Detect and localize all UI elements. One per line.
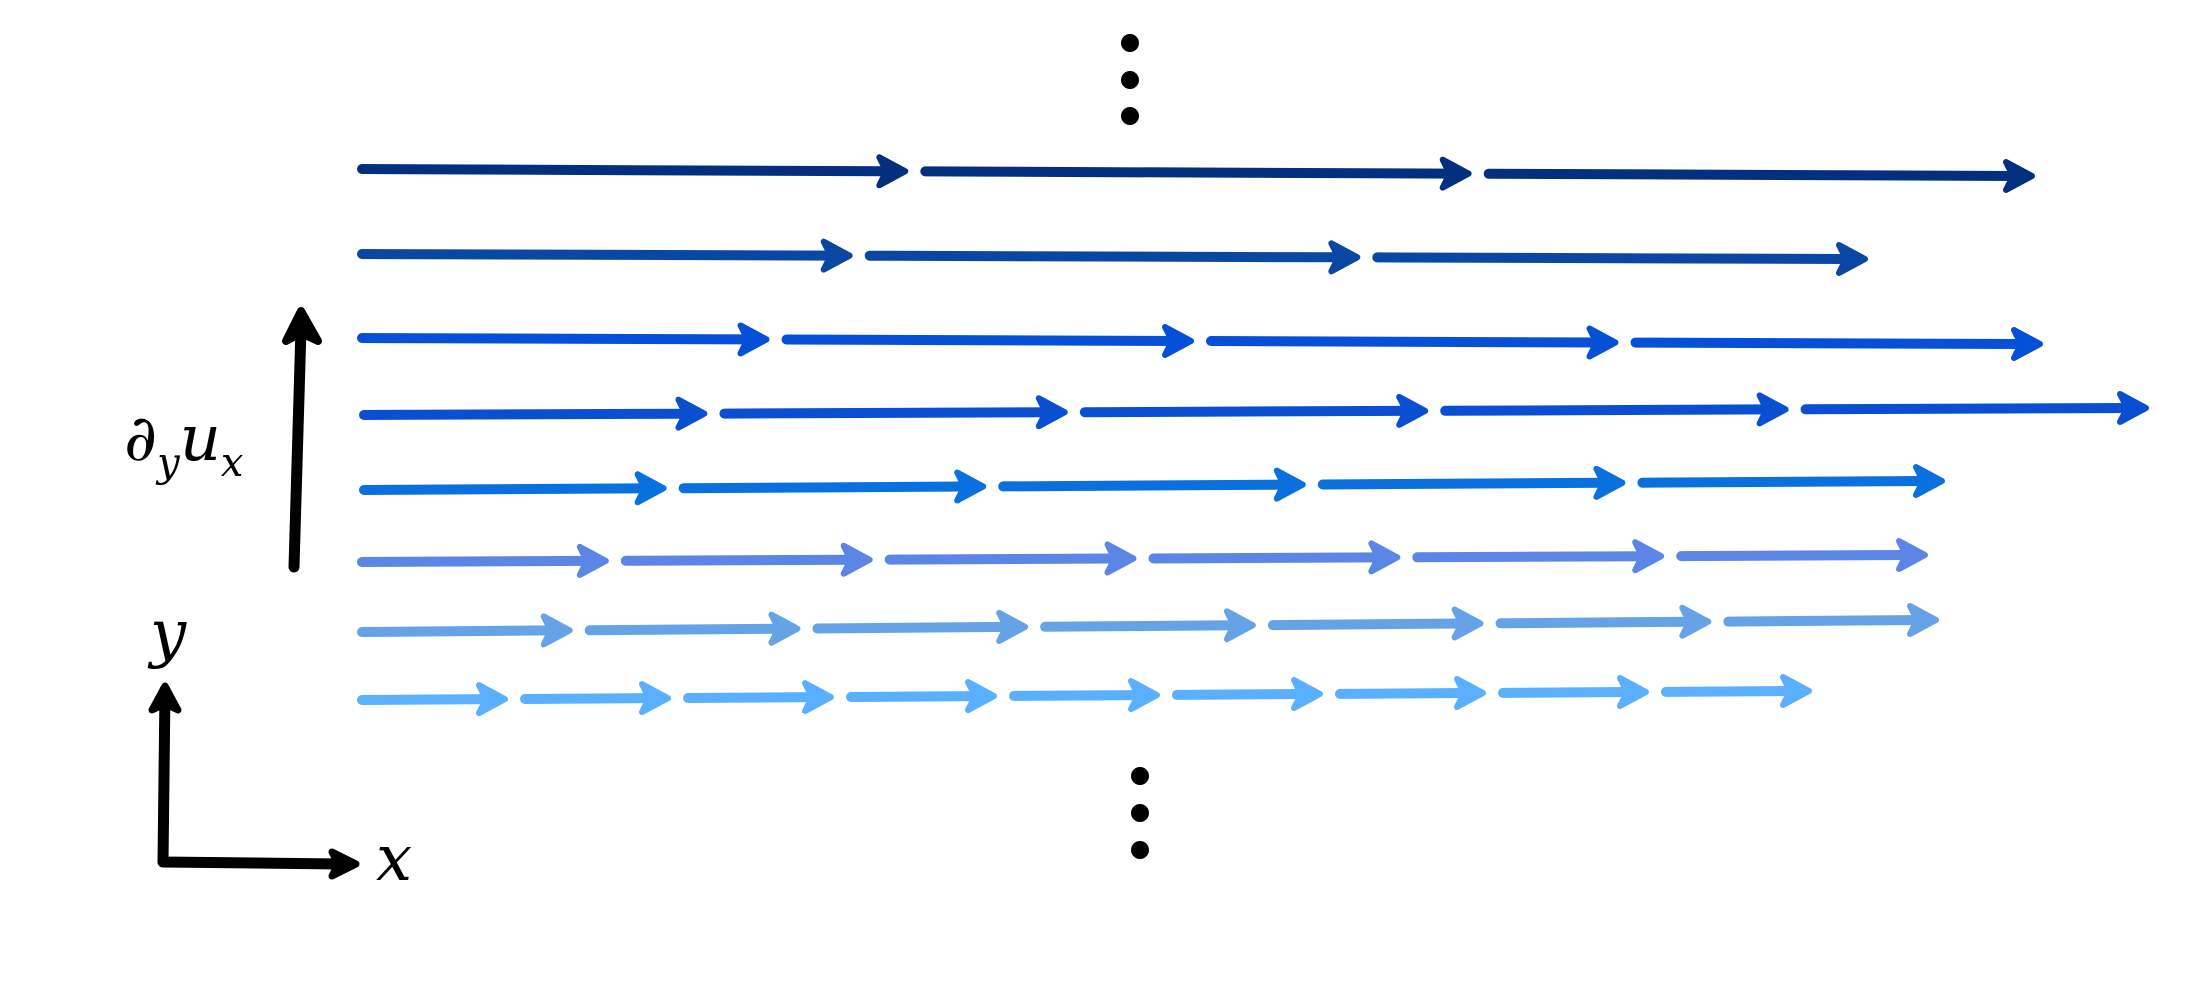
flow-arrow	[359, 471, 667, 506]
flow-arrow	[357, 322, 770, 357]
flow-arrow	[584, 611, 801, 646]
ellipsis-dot	[1131, 767, 1149, 785]
axis-x-label: x	[376, 822, 412, 896]
flow-arrow	[683, 680, 834, 715]
flow-arrow	[1040, 608, 1256, 643]
flow-arrow	[678, 469, 987, 504]
coordinate-axes	[148, 682, 360, 880]
flow-arrow	[357, 613, 573, 648]
flow-arrow	[1800, 391, 2149, 425]
flow-arrow	[1148, 540, 1401, 575]
axis-y-label: y	[147, 597, 187, 671]
axis-x-arrowhead	[328, 848, 360, 880]
flow-arrow	[357, 154, 909, 189]
flow-arrow	[1723, 603, 1939, 637]
flow-arrow	[359, 396, 708, 431]
flow-arrow	[864, 240, 1361, 275]
flow-arrow	[1637, 464, 1945, 498]
flow-arrow	[1172, 677, 1323, 712]
ellipsis-dot	[1131, 841, 1149, 859]
ellipsis-dot	[1131, 804, 1149, 822]
flow-arrow	[719, 395, 1068, 430]
flow-arrow	[357, 543, 609, 578]
ellipsis-dot	[1121, 71, 1139, 89]
flow-arrow	[846, 679, 997, 714]
gradient-velocity: u	[180, 402, 221, 476]
gradient-subscript-x: x	[221, 440, 244, 486]
flow-arrow	[357, 238, 853, 273]
axis-y-arrowhead	[148, 682, 182, 714]
flow-arrow	[357, 682, 508, 717]
flow-arrow	[1412, 539, 1665, 574]
flow-arrow	[1495, 604, 1712, 639]
flow-arrow	[812, 609, 1029, 644]
ellipsis-dot	[1121, 34, 1139, 52]
gradient-arrow	[282, 307, 322, 573]
gradient-subscript-y: y	[155, 440, 181, 486]
gradient-label: ∂yux	[124, 402, 243, 486]
flow-arrow	[1661, 674, 1812, 708]
flow-arrow	[620, 542, 873, 577]
flow-arrow	[998, 467, 1306, 502]
ellipsis-dot	[1121, 107, 1139, 125]
flow-arrow	[1335, 676, 1486, 711]
gradient-partial: ∂	[124, 402, 157, 476]
flow-arrow	[1630, 327, 2043, 361]
flow-arrow	[1267, 606, 1484, 641]
flow-arrow	[1440, 392, 1789, 427]
flow-arrow	[920, 156, 1472, 191]
flow-arrow	[1009, 678, 1160, 713]
flow-arrow	[781, 323, 1194, 358]
flow-arrow	[520, 681, 671, 716]
ellipsis-bottom	[1131, 767, 1149, 859]
flow-arrow	[1483, 159, 2035, 193]
flow-arrow	[1079, 393, 1429, 428]
flow-arrow	[1206, 325, 1619, 360]
flow-arrow	[1317, 465, 1626, 500]
ellipsis-top	[1121, 34, 1139, 125]
flow-arrow	[1372, 242, 1868, 276]
flow-arrows	[357, 154, 2149, 717]
flow-arrow	[1676, 538, 1928, 572]
flow-arrow	[884, 541, 1137, 576]
flow-arrow	[1498, 675, 1649, 710]
